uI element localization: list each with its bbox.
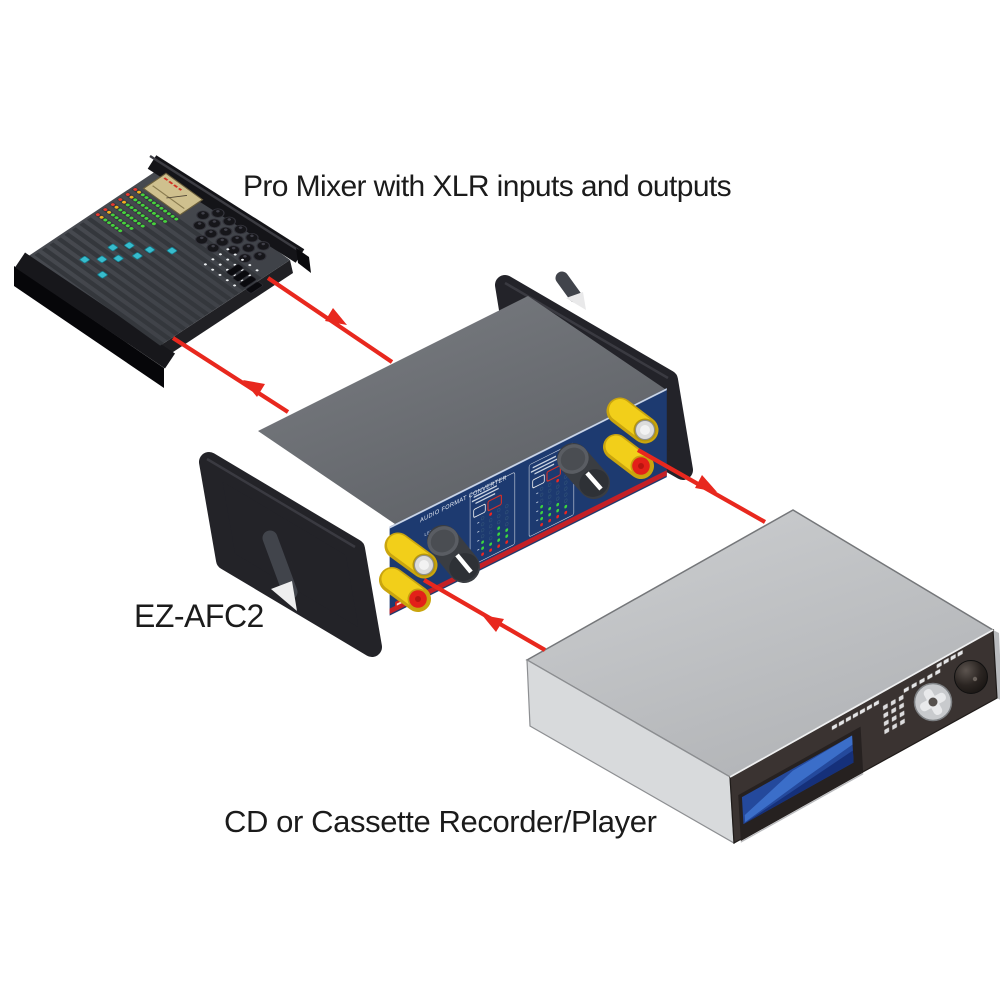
navigation-pad bbox=[913, 682, 953, 722]
arrow-converter-to-mixer bbox=[171, 336, 290, 414]
recorder-label: CD or Cassette Recorder/Player bbox=[224, 804, 657, 839]
recorder-front-details bbox=[738, 649, 964, 843]
xlr-connector-left bbox=[384, 532, 438, 579]
pro-mixer-illustration bbox=[14, 154, 311, 388]
ez-afc2-illustration: AUDIO FORMAT CONVERTER LEVEL LEVEL bbox=[199, 271, 693, 657]
mixer-led-meters bbox=[95, 188, 179, 233]
level-knob-2 bbox=[557, 443, 610, 499]
rca-connector-right bbox=[603, 434, 654, 479]
display-bottom-highlight bbox=[740, 772, 864, 843]
recorder-buttons bbox=[831, 649, 964, 731]
vu-meter-display bbox=[142, 172, 204, 216]
arrow-mixer-to-converter bbox=[266, 276, 394, 364]
mixer-transport-buttons bbox=[226, 264, 263, 294]
panel-led-meter-sections bbox=[469, 442, 575, 567]
level-knob-1 bbox=[427, 525, 480, 583]
recorder-front-top-edge bbox=[729, 629, 994, 778]
xlr-connector-right bbox=[606, 397, 659, 444]
arrow-recorder-to-converter bbox=[422, 578, 547, 652]
converter-left-cap-highlight bbox=[206, 457, 356, 549]
recorder-right-face bbox=[993, 630, 1000, 700]
converter-model-label: EZ-AFC2 bbox=[134, 598, 264, 634]
converter-left-cap-slot bbox=[262, 530, 298, 600]
converter-top-face bbox=[258, 296, 665, 524]
mixer-round-buttons bbox=[192, 208, 271, 263]
display bbox=[741, 735, 854, 825]
mixer-label: Pro Mixer with XLR inputs and outputs bbox=[243, 170, 732, 203]
mixer-top-rail-highlight bbox=[149, 154, 299, 252]
mixer-bottom-rail-side bbox=[14, 266, 164, 388]
converter-left-end-cap bbox=[199, 452, 382, 657]
signal-arrows bbox=[171, 276, 767, 652]
mixer-bottom-rail bbox=[14, 252, 176, 369]
converter-right-cap-notch bbox=[566, 292, 586, 310]
mixer-fader-caps bbox=[79, 241, 178, 279]
converter-left-cap-notch bbox=[271, 581, 297, 611]
mixer-surface-details bbox=[34, 172, 271, 346]
mixer-top-rail bbox=[147, 155, 305, 263]
mixer-rail-end bbox=[296, 248, 311, 273]
jog-knob bbox=[954, 660, 988, 694]
recorder-keypad bbox=[882, 694, 906, 735]
rca-connector-left bbox=[379, 567, 431, 612]
converter-right-cap-slot bbox=[555, 271, 582, 303]
panel-top-edge bbox=[389, 388, 667, 529]
mixer-button-matrix bbox=[203, 248, 259, 287]
cd-recorder-illustration bbox=[525, 509, 1000, 845]
arrow-converter-to-recorder bbox=[636, 448, 767, 524]
